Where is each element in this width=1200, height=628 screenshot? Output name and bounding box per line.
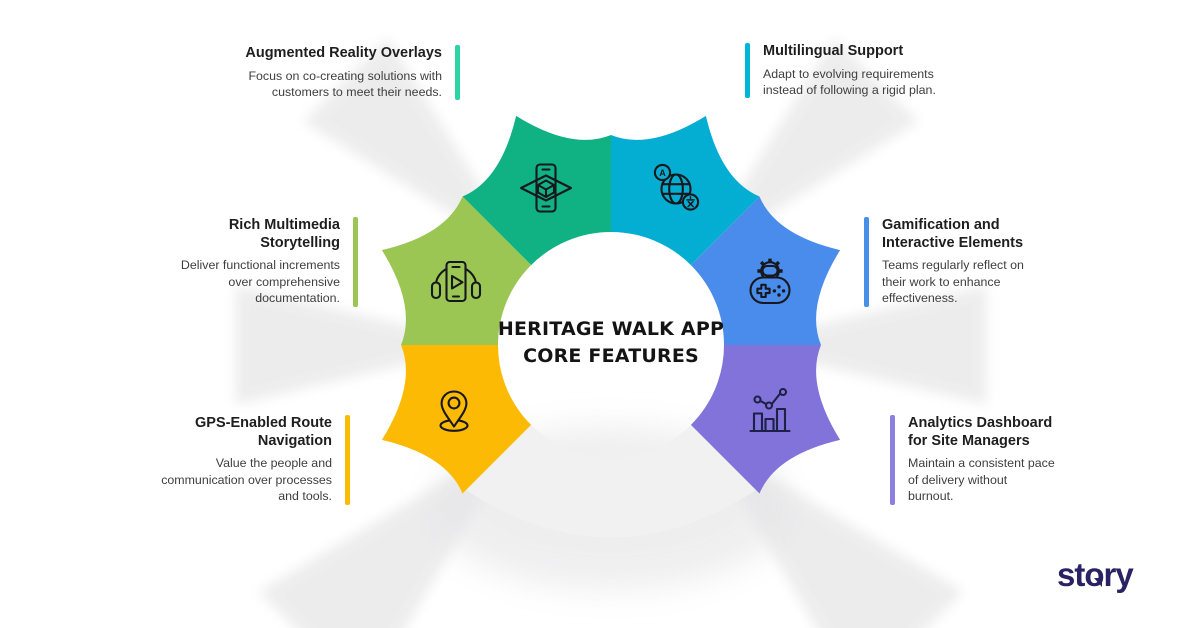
accent-bar <box>864 217 869 307</box>
accent-bar <box>345 415 350 505</box>
stqry-logo: story <box>1057 556 1134 593</box>
accent-bar <box>745 43 750 99</box>
accent-bar <box>890 415 895 505</box>
segment-bottom-blank <box>466 424 756 538</box>
feature-description: Value the people and communication over … <box>161 456 332 504</box>
feature-description: Maintain a consistent pace of delivery w… <box>908 456 1055 504</box>
bar-chart-trend-icon <box>749 387 791 433</box>
feature-title: Gamification and Interactive Elements <box>882 217 1024 251</box>
logo-part1: st <box>1057 556 1085 593</box>
accent-bar <box>455 45 460 101</box>
feature-analytics: Analytics Dashboard for Site Managers Ma… <box>890 415 1055 505</box>
feature-title: Multilingual Support <box>763 43 904 59</box>
wheel-center-title: HERITAGE WALK APP CORE FEATURES <box>481 316 741 370</box>
cjk-glyph <box>686 196 695 208</box>
feature-title: Rich Multimedia Storytelling <box>228 217 340 251</box>
feature-description: Focus on co-creating solutions with cust… <box>248 68 442 100</box>
feature-description: Teams regularly reflect on their work to… <box>882 258 1024 306</box>
feature-gps: GPS-Enabled Route Navigation Value the p… <box>145 415 350 505</box>
accent-bar <box>353 217 358 307</box>
feature-augmented-reality: Augmented Reality Overlays Focus on co-c… <box>210 45 460 101</box>
map-pin-icon <box>439 390 469 432</box>
feature-title: GPS-Enabled Route Navigation <box>195 415 332 449</box>
ar-smartphone-icon <box>519 163 573 213</box>
segment-multilingual <box>611 115 760 266</box>
gamepad-gear-icon <box>749 258 791 305</box>
center-title-line2: CORE FEATURES <box>523 344 699 367</box>
feature-title: Analytics Dashboard for Site Managers <box>908 415 1053 449</box>
logo-part2: ry <box>1103 556 1134 593</box>
letter-a-glyph: A <box>659 168 666 178</box>
feature-multilingual: Multilingual Support Adapt to evolving r… <box>745 43 950 99</box>
feature-description: Deliver functional increments over compr… <box>180 258 340 306</box>
feature-multimedia: Rich Multimedia Storytelling Deliver fun… <box>168 217 358 307</box>
feature-gamification: Gamification and Interactive Elements Te… <box>864 217 1042 307</box>
multimedia-player-icon <box>430 260 482 303</box>
center-title-line1: HERITAGE WALK APP <box>497 318 725 340</box>
globe-translate-icon: A <box>653 163 700 211</box>
feature-description: Adapt to evolving requirements instead o… <box>763 66 936 98</box>
feature-title: Augmented Reality Overlays <box>245 45 442 61</box>
logo-q-glyph: o <box>1084 556 1104 593</box>
